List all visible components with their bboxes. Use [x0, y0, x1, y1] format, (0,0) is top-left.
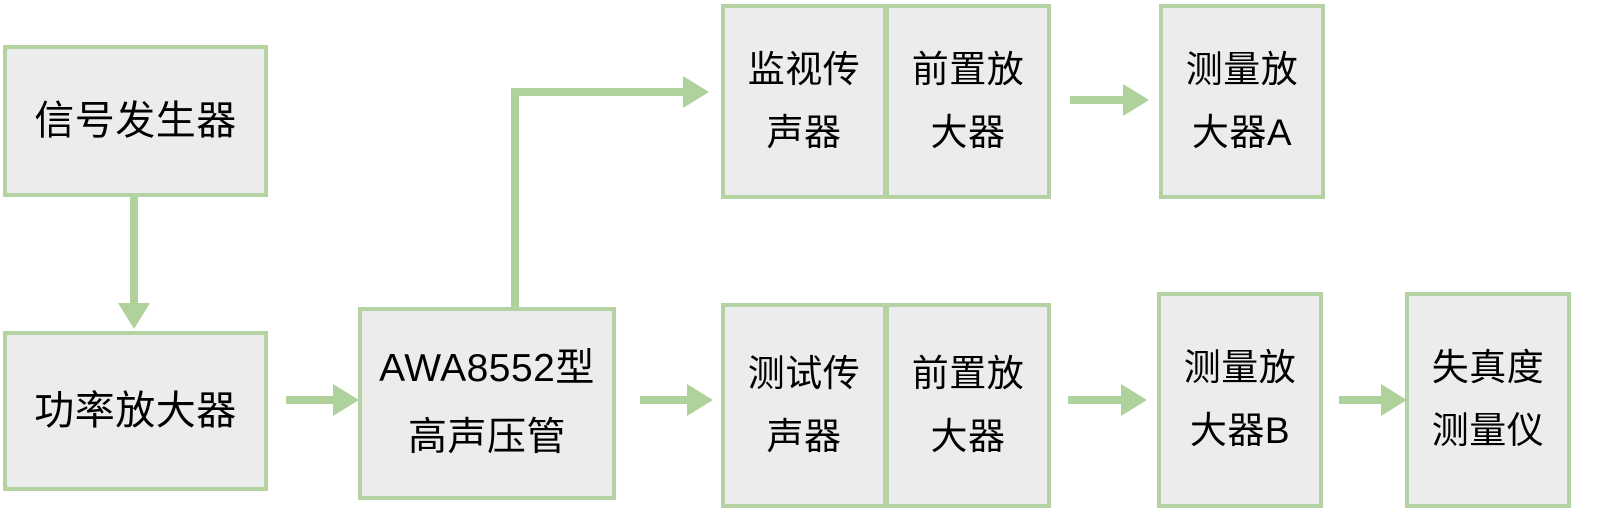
edge-poweramp-to-tube-arrowhead: [333, 384, 359, 416]
node-measuring-amplifier-b[interactable]: 测量放 大器B: [1157, 292, 1323, 508]
node-preamplifier-bottom[interactable]: 前置放 大器: [885, 303, 1051, 508]
node-preamplifier-top-line-1: 前置放: [911, 48, 1025, 90]
edge-amp-b-to-distortion-arrowhead: [1381, 384, 1407, 416]
node-measuring-amplifier-a-line-2: 大器A: [1191, 111, 1293, 153]
node-power-amplifier-line-1: 功率放大器: [34, 389, 237, 433]
edge-tube-to-test-mic-shaft: [640, 396, 692, 404]
node-measuring-amplifier-a-line-1: 测量放: [1185, 48, 1299, 90]
node-preamplifier-top-line-2: 大器: [930, 111, 1006, 153]
node-monitor-microphone-line-2: 声器: [766, 111, 842, 153]
node-power-amplifier[interactable]: 功率放大器: [3, 331, 268, 491]
node-test-microphone-line-1: 测试传: [747, 352, 861, 394]
edge-preamp-bottom-to-amp-b-shaft: [1068, 396, 1126, 404]
edge-tube-to-test-mic-arrowhead: [687, 384, 713, 416]
node-measuring-amplifier-b-line-2: 大器B: [1189, 410, 1291, 451]
edge-poweramp-to-tube-shaft: [286, 396, 338, 404]
node-test-microphone-line-2: 声器: [766, 415, 842, 457]
node-measuring-amplifier-a[interactable]: 测量放 大器A: [1159, 4, 1325, 199]
node-signal-generator-line-1: 信号发生器: [34, 99, 237, 143]
node-measuring-amplifier-b-line-1: 测量放: [1183, 347, 1297, 389]
node-monitor-microphone[interactable]: 监视传 声器: [721, 4, 887, 199]
node-distortion-meter-line-1: 失真度: [1431, 347, 1545, 389]
node-distortion-meter-line-2: 测量仪: [1431, 410, 1545, 451]
edge-tube-to-monitor-mic-vertical: [511, 88, 519, 307]
edge-siggen-to-poweramp-arrowhead: [118, 303, 150, 329]
edge-preamp-bottom-to-amp-b-arrowhead: [1121, 384, 1147, 416]
edge-preamp-top-to-amp-a-shaft: [1070, 96, 1128, 104]
node-preamplifier-bottom-line-1: 前置放: [911, 352, 1025, 394]
node-test-microphone[interactable]: 测试传 声器: [721, 303, 887, 508]
edge-tube-to-monitor-mic-horizontal: [511, 88, 687, 96]
node-preamplifier-bottom-line-2: 大器: [930, 415, 1006, 457]
node-distortion-meter[interactable]: 失真度 测量仪: [1405, 292, 1571, 508]
node-awa8552-tube[interactable]: AWA8552型 高声压管: [358, 307, 616, 500]
node-signal-generator[interactable]: 信号发生器: [3, 45, 268, 197]
edge-preamp-top-to-amp-a-arrowhead: [1123, 84, 1149, 116]
node-awa8552-tube-line-1: AWA8552型: [379, 347, 595, 391]
edge-tube-to-monitor-mic-arrowhead: [683, 76, 709, 108]
node-preamplifier-top[interactable]: 前置放 大器: [885, 4, 1051, 199]
node-awa8552-tube-line-2: 高声压管: [407, 415, 566, 459]
node-monitor-microphone-line-1: 监视传: [747, 48, 861, 90]
edge-amp-b-to-distortion-shaft: [1339, 396, 1386, 404]
edge-siggen-to-poweramp-shaft: [130, 197, 138, 305]
